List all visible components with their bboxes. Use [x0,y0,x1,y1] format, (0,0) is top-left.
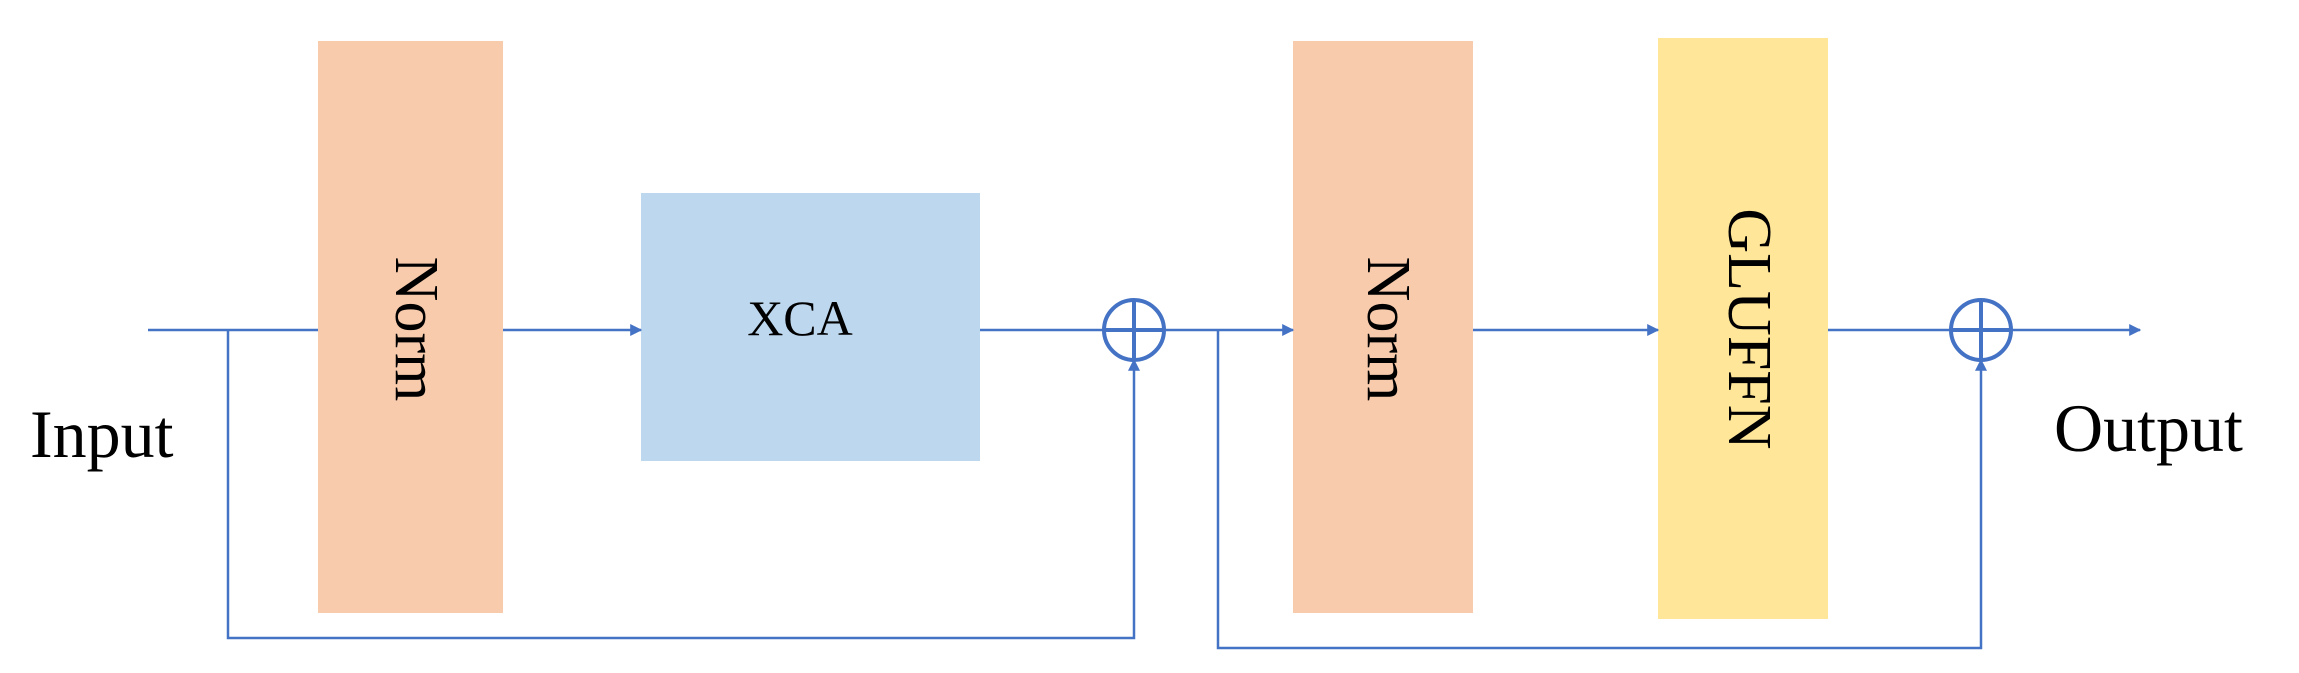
norm-block-2 [1293,41,1473,613]
xca-label: XCA [747,290,853,346]
norm-block-1 [318,41,503,613]
norm-label-1: Norm [382,257,450,402]
input-label: Input [30,396,174,472]
xca-block [641,193,980,461]
add-node-2 [1949,298,2013,362]
gluffn-label: GLUFFN [1715,208,1783,449]
norm-label-2: Norm [1354,257,1422,402]
output-label: Output [2054,390,2243,466]
gluffn-block [1658,38,1828,619]
add-node-1 [1102,298,1166,362]
skip-connection-2 [1216,330,1988,650]
skip-connection-1 [226,330,1141,640]
